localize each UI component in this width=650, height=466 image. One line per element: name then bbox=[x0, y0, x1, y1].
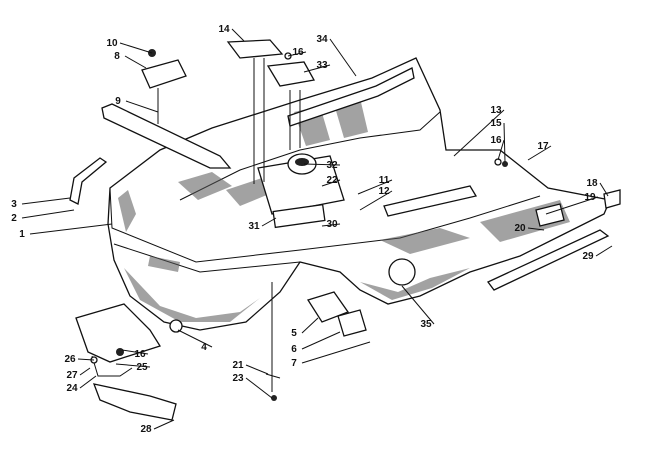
leader-line-33 bbox=[303, 64, 331, 73]
callout-label-20: 20 bbox=[514, 223, 526, 234]
callout-label-18: 18 bbox=[586, 178, 598, 189]
leader-line-21 bbox=[245, 364, 269, 375]
skid-assembly bbox=[75, 303, 161, 363]
callout-label-26: 26 bbox=[64, 354, 76, 365]
nut-15 bbox=[502, 161, 508, 167]
leader-line-22 bbox=[321, 179, 341, 187]
leader-line-20 bbox=[527, 227, 545, 231]
leader-line-34 bbox=[329, 38, 357, 77]
callout-label-27: 27 bbox=[66, 370, 78, 381]
leader-line-16 bbox=[497, 139, 505, 161]
leader-line-29 bbox=[595, 245, 613, 257]
leader-line-5 bbox=[301, 317, 319, 334]
leader-line-17 bbox=[527, 145, 552, 161]
leader-line-11 bbox=[357, 179, 393, 195]
leader-line-30 bbox=[321, 223, 341, 227]
callout-label-21: 21 bbox=[232, 360, 244, 371]
leader-line-24 bbox=[79, 375, 97, 389]
callout-label-35: 35 bbox=[420, 319, 432, 330]
bracket-8 bbox=[141, 59, 187, 89]
leader-line-15 bbox=[503, 122, 506, 163]
plate-14 bbox=[226, 39, 284, 59]
leader-line-3 bbox=[21, 197, 71, 205]
leader-line-18 bbox=[599, 182, 609, 197]
plate-6 bbox=[337, 309, 367, 337]
side-rail-29 bbox=[486, 229, 610, 291]
plug-35 bbox=[388, 258, 416, 286]
callout-label-1: 1 bbox=[19, 229, 25, 240]
callout-label-16: 16 bbox=[292, 47, 304, 58]
callout-label-12: 12 bbox=[378, 186, 390, 197]
leader-line-23 bbox=[245, 377, 273, 399]
leader-line-8 bbox=[124, 55, 147, 69]
flange-33 bbox=[266, 61, 316, 87]
callout-label-13: 13 bbox=[490, 105, 502, 116]
leader-line-25 bbox=[115, 363, 151, 368]
top-lip-rail bbox=[101, 103, 232, 169]
leader-line-14 bbox=[231, 28, 245, 42]
leader-line-27 bbox=[79, 367, 91, 376]
callout-layer: 1234567891011121314151616161718192021222… bbox=[11, 24, 613, 435]
callout-label-16: 16 bbox=[134, 349, 146, 360]
leader-line-6 bbox=[301, 331, 341, 350]
callout-label-3: 3 bbox=[11, 199, 17, 210]
callout-label-17: 17 bbox=[537, 141, 549, 152]
callout-label-11: 11 bbox=[379, 175, 390, 186]
tower-hole bbox=[295, 158, 309, 166]
callout-label-23: 23 bbox=[232, 373, 244, 384]
callout-label-28: 28 bbox=[140, 424, 152, 435]
leader-line-31 bbox=[261, 217, 277, 227]
leader-line-16 bbox=[121, 349, 149, 355]
leader-line-26 bbox=[77, 358, 95, 361]
callout-label-2: 2 bbox=[11, 213, 17, 224]
callout-label-15: 15 bbox=[490, 118, 502, 129]
callout-label-7: 7 bbox=[291, 358, 297, 369]
callout-label-24: 24 bbox=[66, 383, 78, 394]
callout-label-30: 30 bbox=[326, 219, 338, 230]
clip-18 bbox=[603, 189, 621, 209]
leader-line-32 bbox=[303, 163, 341, 166]
nut-4 bbox=[169, 319, 183, 333]
leader-line-19 bbox=[545, 196, 599, 215]
bracket-19 bbox=[535, 203, 565, 227]
leader-line-10 bbox=[119, 42, 153, 54]
leader-line-13 bbox=[453, 109, 505, 157]
callout-label-16: 16 bbox=[490, 135, 502, 146]
leader-line-35 bbox=[401, 285, 435, 325]
callout-label-32: 32 bbox=[326, 160, 338, 171]
trim-strip-12 bbox=[383, 185, 478, 217]
callout-label-6: 6 bbox=[291, 344, 297, 355]
callout-label-14: 14 bbox=[218, 24, 230, 35]
leader-line-4 bbox=[177, 329, 213, 348]
leader-line-9 bbox=[125, 100, 159, 113]
leader-line-7 bbox=[301, 341, 371, 364]
callout-label-19: 19 bbox=[584, 192, 596, 203]
leader-line-28 bbox=[153, 419, 175, 430]
leader-line-16 bbox=[287, 51, 307, 57]
skid-plate-28 bbox=[92, 383, 177, 421]
handle-2-3 bbox=[69, 157, 108, 205]
leader-line-1 bbox=[29, 223, 113, 235]
callout-label-33: 33 bbox=[316, 60, 328, 71]
callout-label-29: 29 bbox=[582, 251, 594, 262]
callout-label-34: 34 bbox=[316, 34, 328, 45]
fastener-23 bbox=[271, 395, 277, 401]
callout-label-10: 10 bbox=[106, 38, 118, 49]
callout-label-9: 9 bbox=[115, 96, 121, 107]
leader-line-12 bbox=[359, 190, 393, 211]
callout-label-25: 25 bbox=[136, 362, 148, 373]
callout-label-22: 22 bbox=[326, 175, 338, 186]
callout-label-31: 31 bbox=[248, 221, 260, 232]
callout-label-4: 4 bbox=[201, 342, 207, 353]
callout-label-8: 8 bbox=[114, 51, 120, 62]
callout-label-5: 5 bbox=[291, 328, 297, 339]
bracket-5 bbox=[306, 291, 350, 323]
leader-line-2 bbox=[21, 209, 75, 219]
nut-16-left bbox=[116, 348, 124, 356]
